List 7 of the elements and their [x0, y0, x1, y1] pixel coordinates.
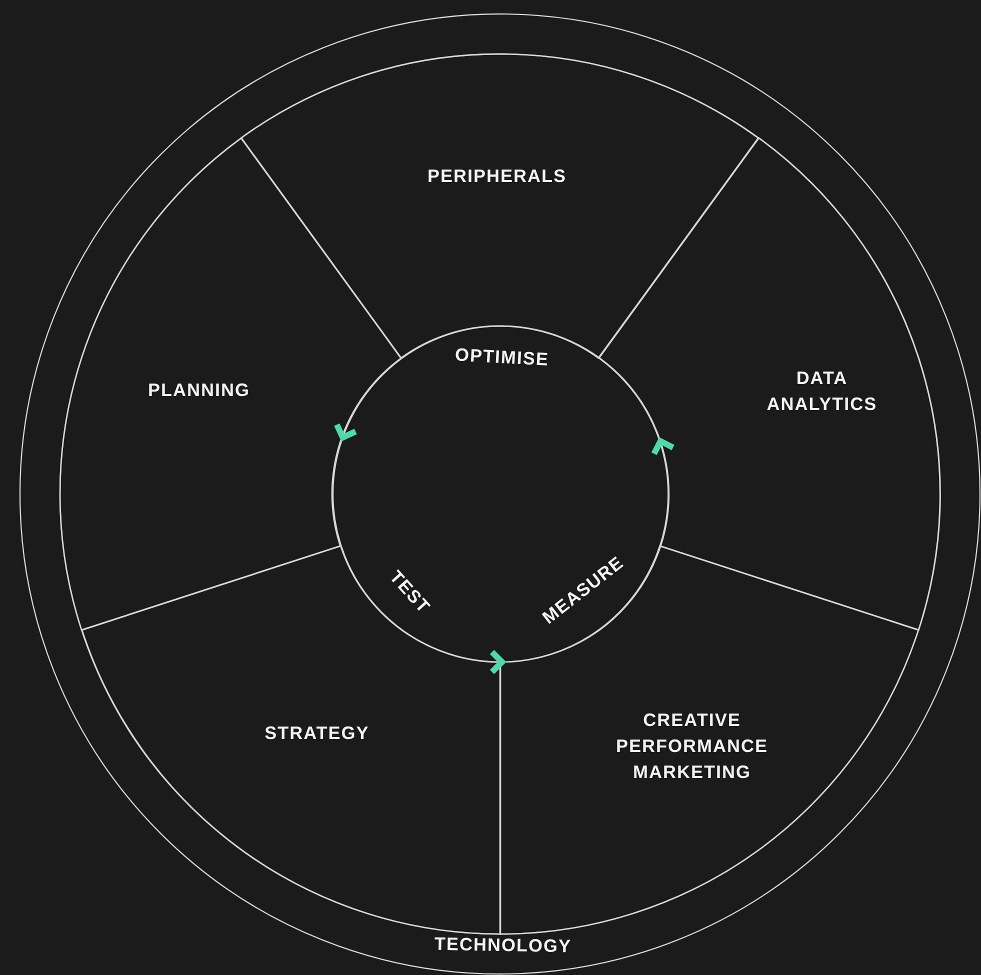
cycle-step-label: OPTIMISE: [454, 344, 550, 372]
ring-label: TECHNOLOGY: [433, 932, 573, 958]
sector-label: CREATIVE PERFORMANCE MARKETING: [614, 708, 769, 784]
sector-label: PERIPHERALS: [426, 165, 568, 188]
sector-label: STRATEGY: [264, 722, 370, 745]
sector-label: PLANNING: [147, 378, 251, 402]
sector-label: DATA ANALYTICS: [766, 366, 878, 416]
